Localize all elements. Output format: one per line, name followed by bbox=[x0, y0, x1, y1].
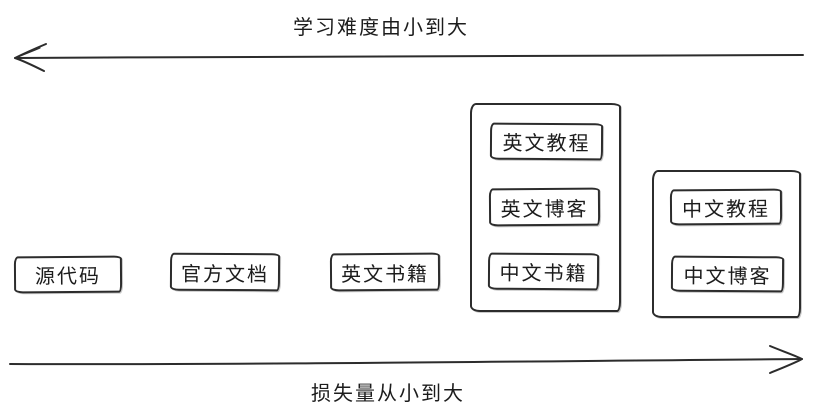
group-box-2: 中文教程 中文博客 bbox=[652, 170, 801, 318]
box-label: 英文博客 bbox=[500, 198, 589, 221]
box-chinese-blogs: 中文博客 bbox=[670, 255, 785, 293]
box-source-code: 源代码 bbox=[13, 255, 123, 294]
top-axis-label: 学习难度由小到大 bbox=[293, 17, 469, 39]
box-chinese-books: 中文书籍 bbox=[487, 252, 600, 291]
box-english-books: 英文书籍 bbox=[329, 252, 441, 292]
box-label: 英文教程 bbox=[502, 132, 591, 156]
box-label: 源代码 bbox=[34, 265, 102, 289]
box-chinese-tutorials: 中文教程 bbox=[669, 188, 783, 226]
box-label: 中文博客 bbox=[683, 265, 772, 288]
box-official-docs: 官方文档 bbox=[169, 252, 281, 292]
group-box-1: 英文教程 英文博客 中文书籍 bbox=[470, 103, 621, 312]
box-english-blogs: 英文博客 bbox=[488, 187, 601, 227]
box-label: 官方文档 bbox=[180, 263, 270, 286]
box-english-tutorials: 英文教程 bbox=[489, 122, 604, 161]
box-label: 中文教程 bbox=[681, 198, 771, 221]
right-arrow bbox=[9, 345, 803, 374]
bottom-axis-label: 损失量从小到大 bbox=[311, 383, 465, 405]
box-label: 中文书籍 bbox=[499, 262, 588, 286]
box-label: 英文书籍 bbox=[340, 263, 430, 286]
left-arrow bbox=[14, 43, 804, 72]
